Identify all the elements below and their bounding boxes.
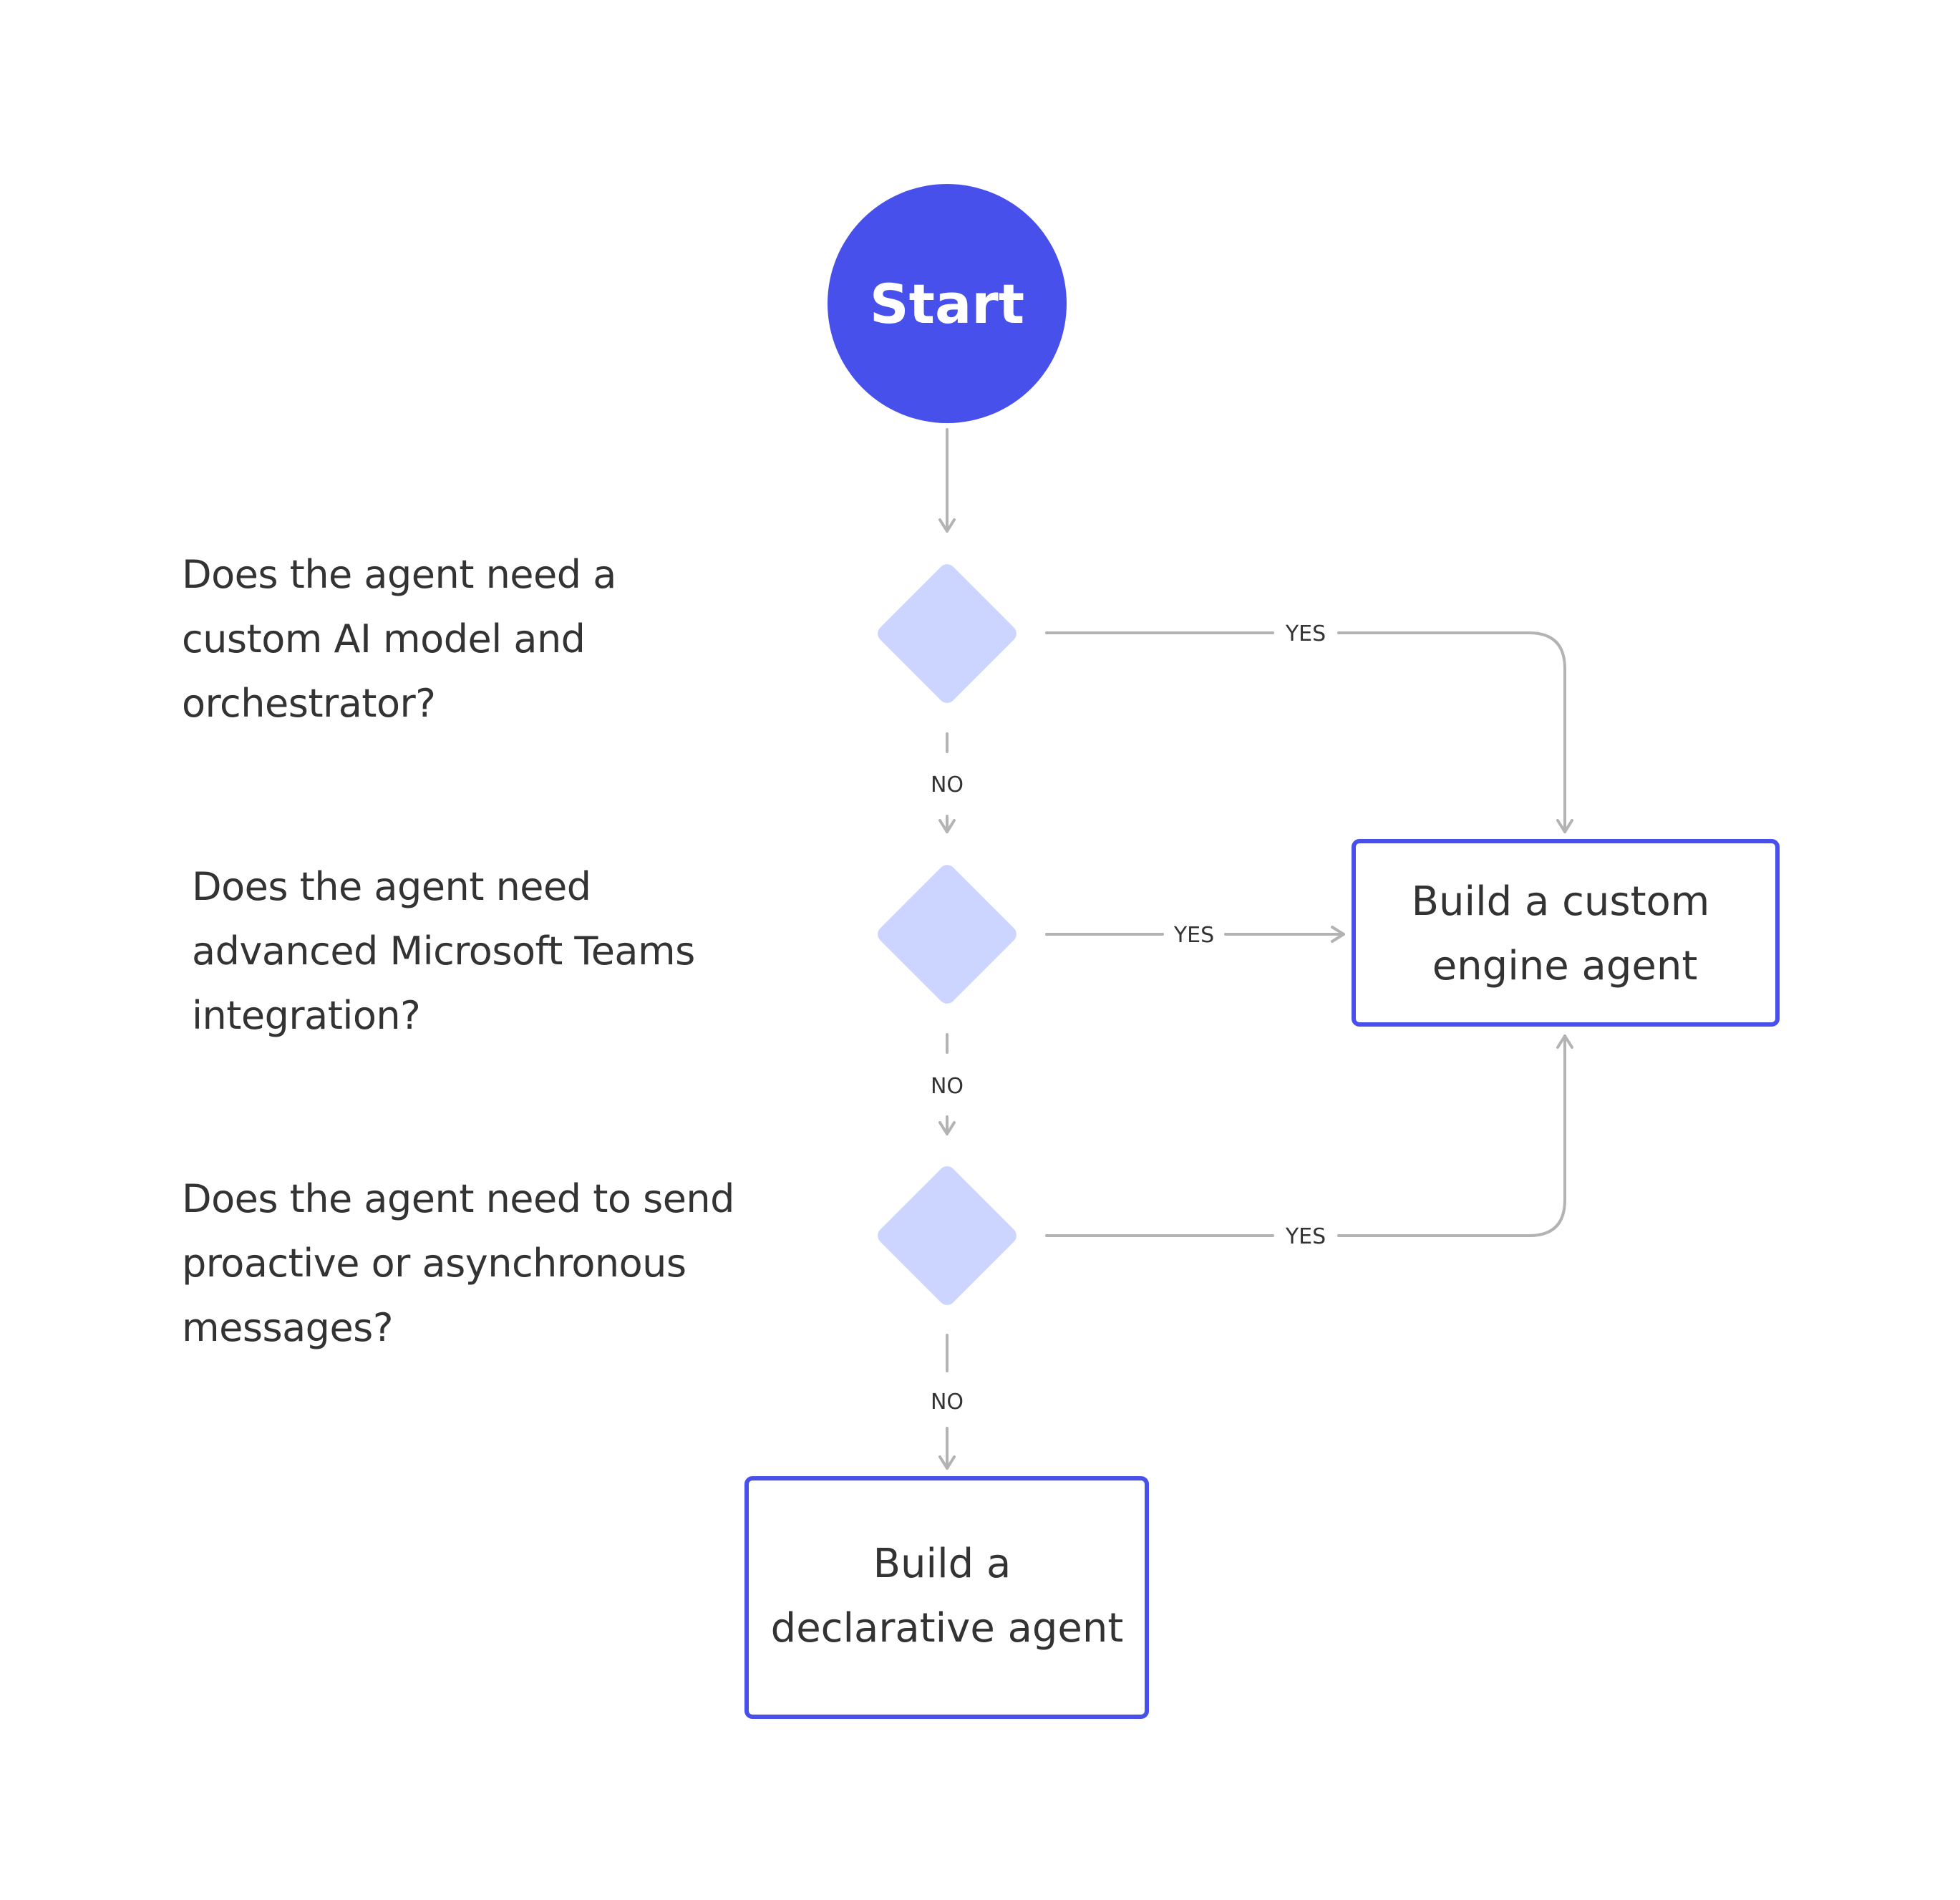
declarative-agent-line-2: declarative agent (771, 1605, 1124, 1652)
decision-diamond-q1 (878, 564, 1017, 703)
declarative-agent-box (744, 1476, 1149, 1719)
edge-q1-yes-arrow (1337, 631, 1573, 833)
decision-diamond-q3 (878, 1166, 1017, 1305)
question-q3-line: proactive or asynchronous (182, 1241, 687, 1286)
label-q3-no: NO (931, 1390, 964, 1415)
question-q2-line: advanced Microsoft Teams (192, 929, 695, 974)
question-q3-line: messages? (182, 1305, 393, 1350)
declarative-agent-line-1: Build a (873, 1541, 1011, 1587)
custom-engine-agent-line-2: engine agent (1432, 943, 1698, 989)
question-q1-line: Does the agent need a (182, 552, 616, 597)
question-q2: Does the agent need advanced Microsoft T… (192, 855, 695, 1048)
decision-diamond-q2 (878, 865, 1017, 1004)
question-q1: Does the agent need a custom AI model an… (182, 543, 616, 736)
label-q2-yes: YES (1173, 923, 1214, 948)
question-q2-line: Does the agent need (192, 864, 591, 909)
custom-engine-agent-box (1352, 839, 1780, 1027)
question-q3: Does the agent need to send proactive or… (182, 1167, 734, 1360)
question-q1-line: custom AI model and (182, 616, 586, 661)
start-label: Start (870, 272, 1024, 336)
label-q2-no: NO (931, 1074, 964, 1099)
question-q2-line: integration? (192, 993, 421, 1038)
edge-q3-yes-arrow (1337, 1034, 1573, 1237)
question-q1-line: orchestrator? (182, 681, 436, 726)
label-q1-yes: YES (1285, 621, 1326, 646)
custom-engine-agent-line-1: Build a custom (1412, 878, 1710, 925)
question-q3-line: Does the agent need to send (182, 1176, 734, 1221)
label-q1-no: NO (931, 772, 964, 798)
start-node (828, 184, 1067, 423)
label-q3-yes: YES (1285, 1224, 1326, 1249)
